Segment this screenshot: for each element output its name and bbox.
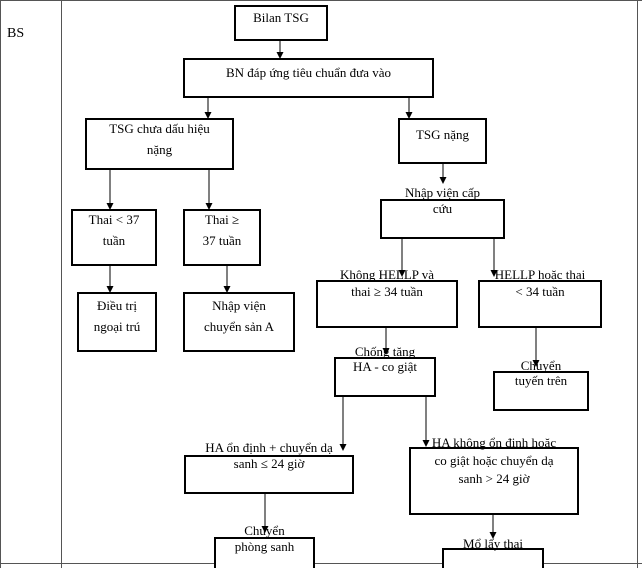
node-outpatient: [77, 292, 157, 352]
node-bilan-tsg: [234, 5, 328, 41]
table-border-right: [637, 0, 638, 568]
node-antihypertensive: [334, 357, 436, 397]
node-hellp: [478, 280, 602, 328]
table-border-top: [0, 0, 642, 1]
node-stable-bp: [184, 455, 354, 494]
node-nohellp-line2: thai ≥ 34 tuần: [351, 284, 423, 299]
node-severe-preeclampsia: [398, 118, 487, 164]
node-antihtn-line2: HA - co giật: [353, 359, 417, 374]
node-no-hellp: [316, 280, 458, 328]
node-mild-preeclampsia: [85, 118, 234, 170]
node-admit-line2: chuyển sản A: [203, 319, 275, 334]
node-admit-obstetric: [183, 292, 295, 352]
node-under37-line1: Thai < 37: [88, 212, 140, 227]
node-transfer-line2: tuyến trên: [514, 373, 568, 388]
node-severe-text: TSG nặng: [415, 127, 470, 142]
node-under-37-weeks: [71, 209, 157, 266]
node-delivery-line1: Chuyển: [244, 523, 285, 538]
node-hellp-line1: HELLP hoặc thai: [494, 267, 586, 282]
node-over37-line1: Thai ≥: [204, 212, 240, 227]
node-transfer-line1: Chuyển: [520, 358, 562, 373]
node-emergency-line2: cứu: [432, 201, 453, 216]
node-over-37-weeks: [183, 209, 261, 266]
node-transfer-higher: [493, 371, 589, 411]
node-delivery-line2: phòng sanh: [234, 539, 295, 554]
node-c-section: [442, 548, 544, 568]
node-bilan-tsg-text: Bilan TSG: [253, 10, 309, 25]
node-stable-line1: HA ổn định + chuyển dạ: [205, 440, 333, 455]
node-inclusion-criteria-text: BN đáp ứng tiêu chuẩn đưa vào: [226, 65, 391, 80]
node-under37-line2: tuần: [102, 233, 126, 248]
node-unstable-line1: HA không ổn định hoặc: [431, 435, 557, 450]
node-outpatient-line1: Điều trị: [96, 298, 138, 313]
node-over37-line2: 37 tuần: [202, 233, 242, 248]
table-border-bottom: [0, 563, 642, 564]
node-stable-line2: sanh ≤ 24 giờ: [233, 456, 305, 471]
node-mild-line1: TSG chưa dấu hiệu: [109, 121, 210, 136]
node-unstable-line3: sanh > 24 giờ: [458, 471, 530, 486]
node-unstable-line2: co giật hoặc chuyển dạ: [434, 453, 554, 468]
table-column-divider: [61, 0, 62, 568]
node-outpatient-line2: ngoại trú: [93, 319, 141, 334]
row-label: BS: [7, 26, 25, 41]
node-nohellp-line1: Không HELLP và: [339, 267, 435, 282]
node-emergency-admission: [380, 199, 505, 239]
table-border-left: [0, 0, 1, 568]
node-inclusion-criteria: [183, 58, 434, 98]
node-antihtn-line1: Chống tăng: [354, 344, 416, 359]
node-csection-text: Mổ lấy thai: [463, 536, 523, 551]
node-hellp-line2: < 34 tuần: [515, 284, 565, 299]
node-admit-line1: Nhập viện: [212, 298, 266, 313]
node-mild-line2: nặng: [146, 142, 173, 157]
node-delivery-room: [214, 537, 315, 568]
node-unstable-bp: [409, 447, 579, 515]
node-emergency-line1: Nhập viện cấp: [404, 185, 481, 200]
